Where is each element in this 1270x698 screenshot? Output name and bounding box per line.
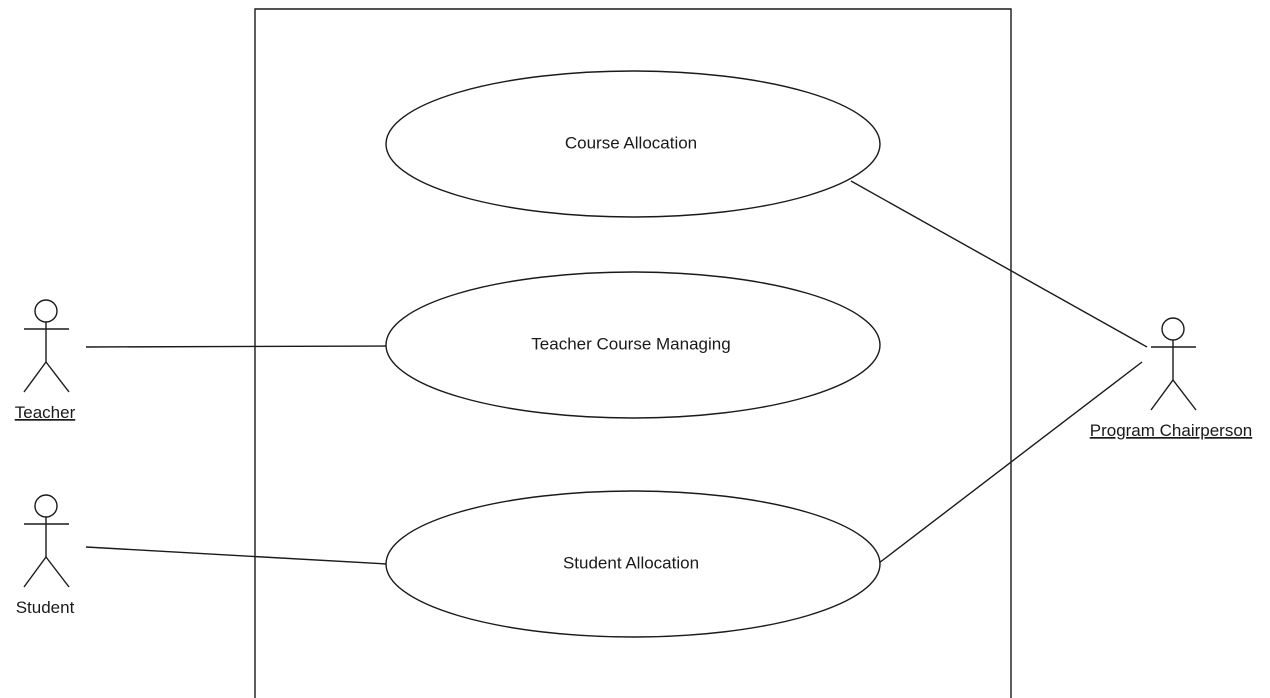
actor-label: Student <box>16 598 75 617</box>
actor-program-chairperson[interactable]: Program Chairperson <box>1090 317 1253 440</box>
use-case-student-allocation[interactable]: Student Allocation <box>385 490 881 638</box>
use-case-ellipse <box>385 70 881 218</box>
actor-label: Program Chairperson <box>1090 421 1253 440</box>
stick-figure-icon <box>23 299 70 393</box>
actor-student[interactable]: Student <box>16 494 75 617</box>
use-case-ellipse <box>385 490 881 638</box>
use-case-label: Student Allocation <box>563 553 699 572</box>
stick-figure-icon <box>1150 317 1197 411</box>
use-case-course-allocation[interactable]: Course Allocation <box>385 70 881 218</box>
use-case-label: Course Allocation <box>565 133 697 152</box>
use-case-ellipse <box>385 271 881 419</box>
use-case-label: Teacher Course Managing <box>531 334 730 353</box>
association-teacher-course-managing <box>85 345 388 348</box>
actor-label: Teacher <box>15 403 76 422</box>
stick-figure-icon <box>23 494 70 588</box>
use-case-teacher-course-managing[interactable]: Teacher Course Managing <box>385 271 881 419</box>
actor-teacher[interactable]: Teacher <box>15 299 76 422</box>
association-student-allocation-program-chairperson <box>878 361 1143 564</box>
association-student-student-allocation <box>85 546 388 565</box>
association-course-allocation-program-chairperson <box>850 180 1148 348</box>
system-boundary <box>254 8 1012 698</box>
